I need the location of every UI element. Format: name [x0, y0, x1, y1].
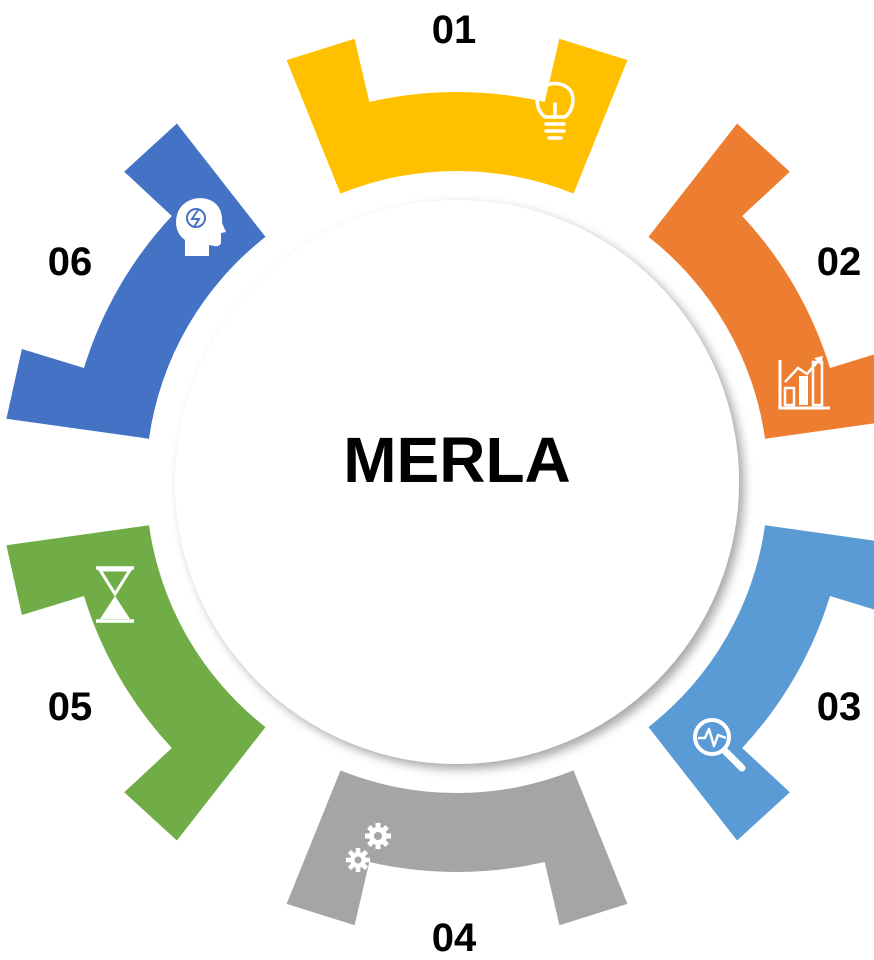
segment-number-06: 06: [10, 242, 130, 282]
segment-number-04: 04: [394, 918, 514, 958]
segment-number-01: 01: [394, 10, 514, 50]
segment-number-05: 05: [10, 687, 130, 727]
segment-04: [287, 770, 628, 925]
center-title: MERLA: [227, 428, 687, 492]
segment-number-02: 02: [779, 242, 874, 282]
segment-number-03: 03: [779, 687, 874, 727]
segment-01: [287, 39, 628, 194]
